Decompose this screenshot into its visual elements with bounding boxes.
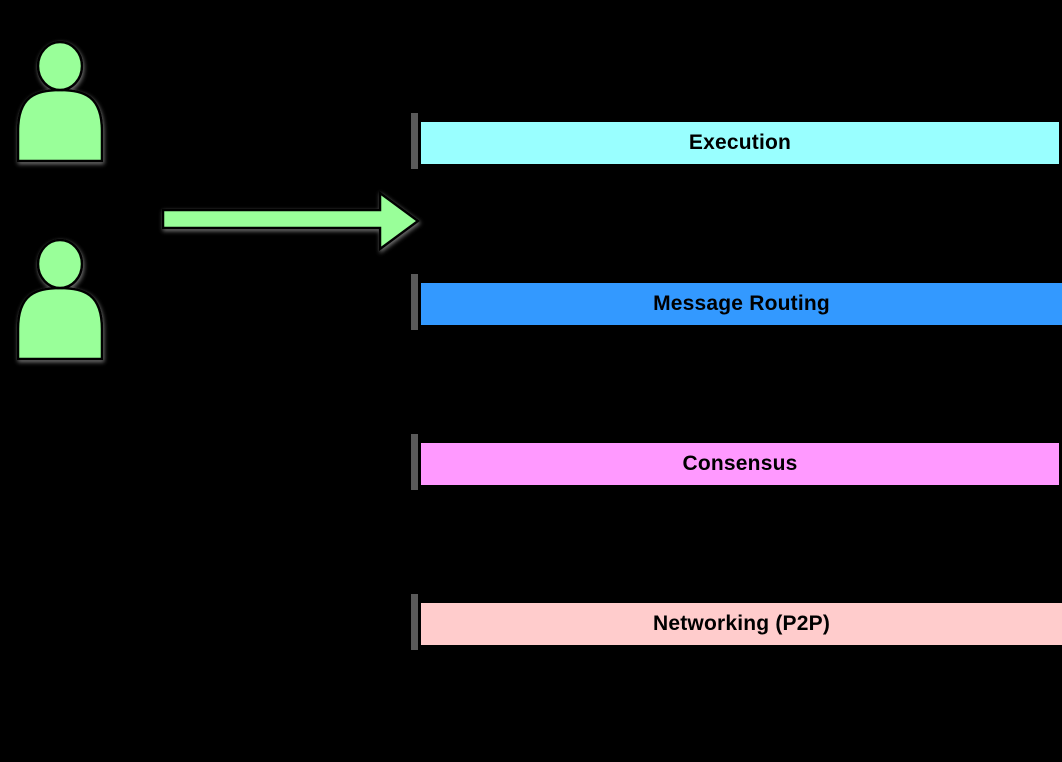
layer-label-execution: Execution bbox=[688, 131, 792, 154]
layer-bar-message-routing: Message Routing bbox=[421, 283, 1062, 325]
layer-tick-message-routing bbox=[411, 274, 418, 330]
user-icon bbox=[16, 40, 104, 163]
layer-tick-networking bbox=[411, 594, 418, 650]
layer-bar-execution: Execution bbox=[421, 122, 1059, 164]
layer-tick-consensus bbox=[411, 434, 418, 490]
layer-bar-networking: Networking (P2P) bbox=[421, 603, 1062, 645]
layer-label-message-routing: Message Routing bbox=[653, 292, 830, 315]
layer-bar-consensus: Consensus bbox=[421, 443, 1059, 485]
user-icon bbox=[16, 238, 104, 361]
layer-label-networking: Networking (P2P) bbox=[652, 612, 831, 635]
layer-label-consensus: Consensus bbox=[682, 452, 798, 475]
layer-tick-execution bbox=[411, 113, 418, 169]
arrow-right-icon bbox=[161, 190, 421, 252]
